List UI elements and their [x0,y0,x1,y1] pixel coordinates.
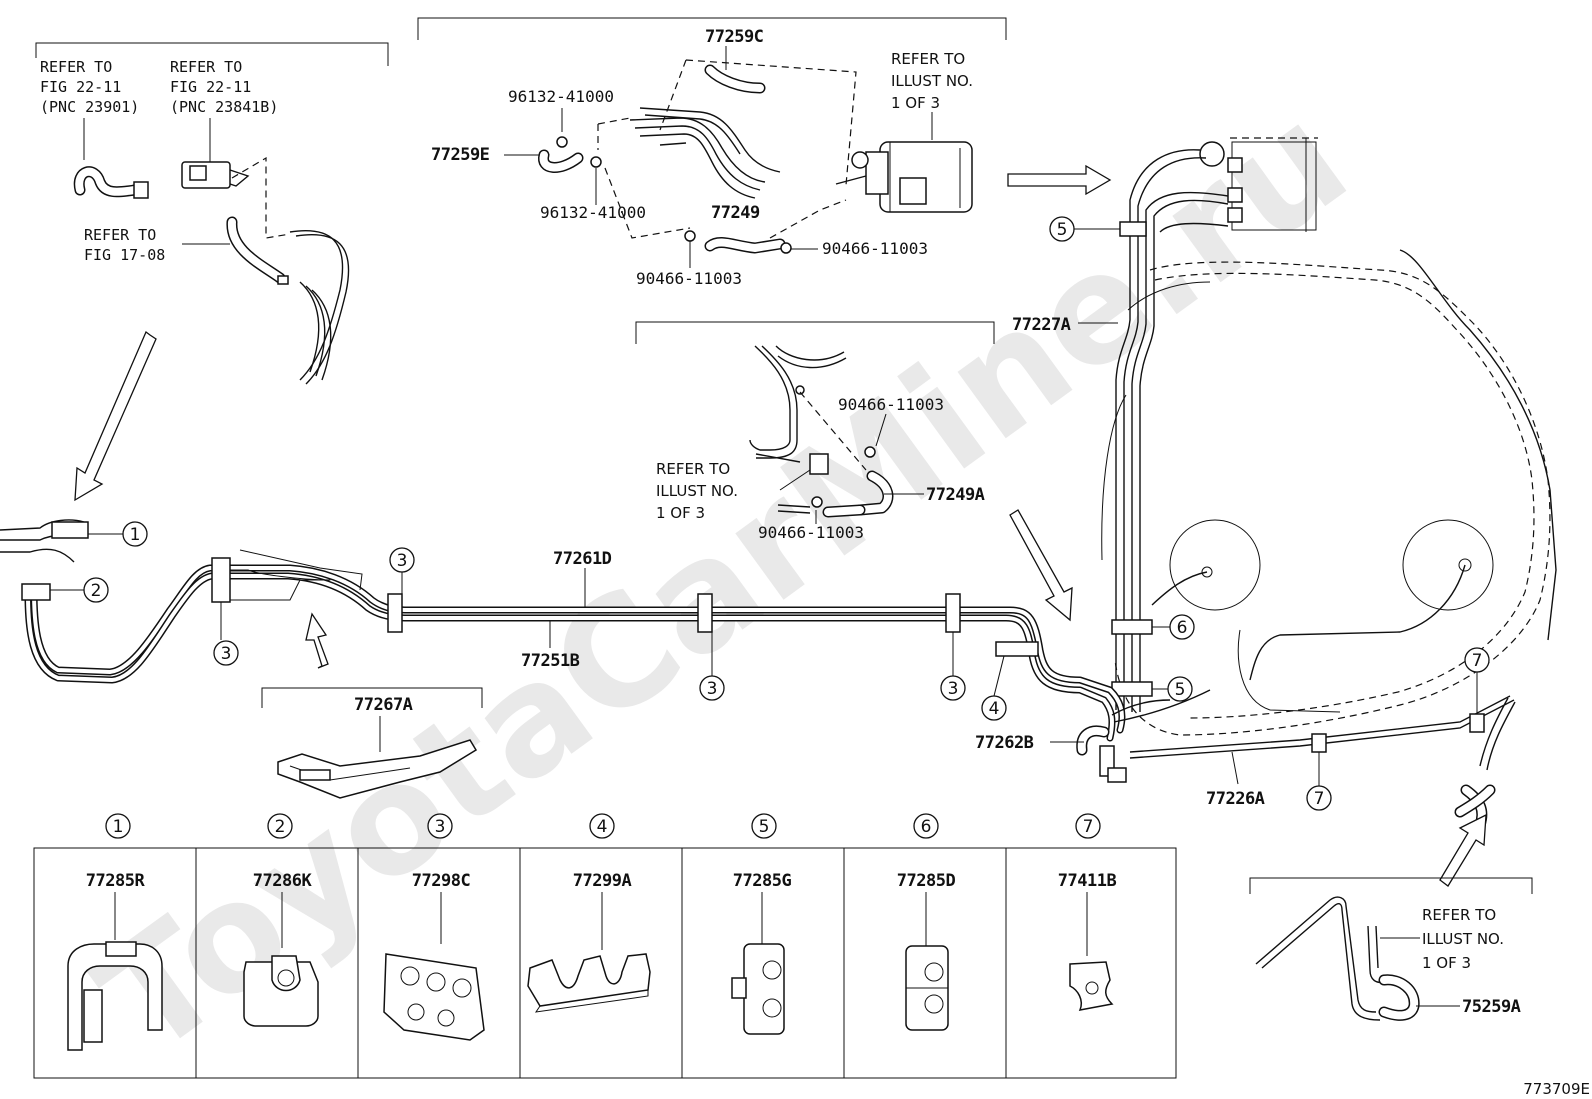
ref-group-top-left: REFER TO FIG 22-11 (PNC 23901) REFER TO … [35,42,389,385]
arrow-up-77267A [305,612,329,669]
clip-index-2: 2 [275,817,286,837]
part-77267A: 77267A [354,695,413,715]
ref-illust-mid-line3: 1 OF 3 [656,504,705,522]
figure-code: 773709E [1523,1080,1590,1098]
ref-group-middle: 90466-11003 REFER TO ILLUST NO. 1 OF 3 7… [635,321,995,542]
clip-77286K [243,955,319,1027]
ref-group-75259A: REFER TO ILLUST NO. 1 OF 3 75259A [1249,877,1533,1021]
clip-part-3: 77298C [412,871,470,891]
part-96132-41000-a: 96132-41000 [508,87,614,106]
callout-3b: 3 [397,551,408,571]
clip-77285G [731,943,785,1035]
clip-77298C [383,953,485,1041]
arrow-up-right [1439,813,1487,887]
clip-part-4: 77299A [573,871,632,891]
callouts: 1 2 3 3 3 3 4 5 5 6 7 7 [50,216,1490,811]
ref-fig-22-11-b-line2: FIG 22-11 [170,78,251,96]
part-77227A: 77227A [1012,315,1071,335]
ref-illust-bottom-line3: 1 OF 3 [1422,954,1471,972]
part-77259E: 77259E [431,145,490,165]
clip-index-3: 3 [435,817,446,837]
callout-6: 6 [1177,618,1188,638]
callout-3a: 3 [221,644,232,664]
ref-fig-17-08-line1: REFER TO [84,226,156,244]
ref-illust-mid-line2: ILLUST NO. [656,482,738,500]
ref-fig-22-11-a-line1: REFER TO [40,58,112,76]
part-77259C: 77259C [705,27,763,47]
clip-index-4: 4 [597,817,608,837]
ref-fig-22-11-b-line1: REFER TO [170,58,242,76]
arrow-right [1007,164,1112,196]
clip-index-1: 1 [113,817,124,837]
clip-table: 1 2 3 4 5 6 7 77285R 77286K 77298C 77299… [33,813,1177,1079]
ref-group-77267A: 77267A [261,687,483,799]
callout-3c: 3 [707,679,718,699]
clip-part-1: 77285R [86,871,146,891]
arrow-down-right [1009,509,1073,622]
part-77261D: 77261D [553,549,612,569]
ref-illust-bottom-line1: REFER TO [1422,906,1496,924]
ref-fig-22-11-a-line2: FIG 22-11 [40,78,121,96]
clip-part-6: 77285D [897,871,956,891]
part-77262B: 77262B [975,733,1034,753]
clip-77299A [527,953,651,1013]
callout-7b: 7 [1314,789,1325,809]
clip-index-6: 6 [921,817,932,837]
ref-illust-top-line1: REFER TO [891,50,965,68]
clip-part-2: 77286K [253,871,313,891]
part-77226A: 77226A [1206,789,1265,809]
callout-5a: 5 [1057,220,1068,240]
part-90466-11003-b: 90466-11003 [822,239,928,258]
part-90466-11003-d: 90466-11003 [758,523,864,542]
callout-1: 1 [130,525,141,545]
callout-3d: 3 [948,679,959,699]
clip-part-7: 77411B [1058,871,1117,891]
ref-illust-top-line2: ILLUST NO. [891,72,973,90]
ref-fig-22-11-b-line3: (PNC 23841B) [170,98,278,116]
part-77251B: 77251B [521,651,580,671]
callout-5b: 5 [1175,680,1186,700]
clip-index-7: 7 [1083,817,1094,837]
part-75259A: 75259A [1462,997,1521,1017]
clip-index-5: 5 [759,817,770,837]
labels-main: 77227A 77261D 77251B 77262B 77226A [521,315,1265,809]
ref-fig-17-08-line2: FIG 17-08 [84,246,165,264]
clip-77411B [1069,961,1114,1011]
callout-7a: 7 [1472,651,1483,671]
ref-group-top-center: 77259C 96132-41000 77259E 96132-41000 77… [417,17,1007,288]
arrow-down-left [74,330,157,502]
main-pipes [0,519,1211,783]
part-90466-11003-c: 90466-11003 [838,395,944,414]
callout-4: 4 [989,699,1000,719]
part-96132-41000-b: 96132-41000 [540,203,646,222]
ref-illust-bottom-line2: ILLUST NO. [1422,930,1504,948]
callout-2: 2 [91,581,102,601]
fuel-tank-outline [1101,137,1557,736]
ref-illust-top-line3: 1 OF 3 [891,94,940,112]
part-90466-11003-a: 90466-11003 [636,269,742,288]
part-77249: 77249 [711,203,760,223]
pipe-77227A [1111,149,1229,712]
clip-77285D [905,945,949,1031]
ref-illust-mid-line1: REFER TO [656,460,730,478]
part-77249A: 77249A [926,485,985,505]
clip-77285R [67,941,163,1051]
clip-part-5: 77285G [733,871,792,891]
ref-fig-22-11-a-line3: (PNC 23901) [40,98,139,116]
